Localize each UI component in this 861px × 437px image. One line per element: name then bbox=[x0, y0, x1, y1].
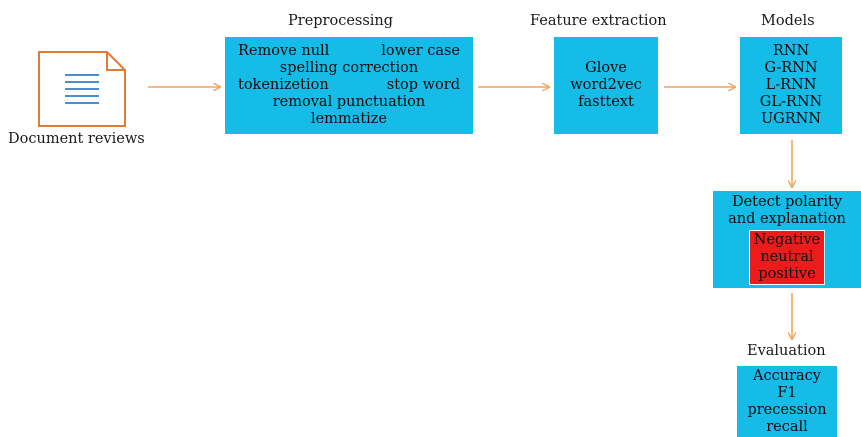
polarity-title: Detect polarity bbox=[731, 194, 843, 210]
feature-item: Glove bbox=[585, 60, 627, 76]
lemmatize-step: lemmatize bbox=[310, 111, 388, 127]
preprocessing-box: Remove null lower case spelling correcti… bbox=[225, 37, 473, 134]
feature-extraction-box: Glove word2vec fasttext bbox=[554, 37, 658, 134]
polarity-subtitle: and explanation bbox=[728, 211, 846, 227]
remove-null-step: Remove null bbox=[238, 43, 330, 59]
feature-item: word2vec bbox=[570, 77, 642, 93]
metric-item: F1 bbox=[777, 384, 797, 401]
metric-item: precession bbox=[747, 401, 827, 418]
stop-word-step: stop word bbox=[386, 77, 460, 93]
models-box: RNN G-RNN L-RNN GL-RNN UGRNN bbox=[740, 37, 842, 134]
preprocessing-header: Preprocessing bbox=[288, 13, 394, 29]
metric-item: recall bbox=[766, 418, 808, 435]
polarity-classes-box: Negative neutral positive bbox=[748, 230, 826, 285]
polarity-class: neutral bbox=[760, 249, 814, 265]
model-item: L-RNN bbox=[765, 77, 817, 93]
spelling-correction-step: spelling correction bbox=[279, 60, 419, 76]
metric-item: Accuracy bbox=[753, 367, 821, 384]
model-item: G-RNN bbox=[764, 60, 818, 76]
evaluation-header: Evaluation bbox=[747, 343, 826, 359]
document-reviews-label: Document reviews bbox=[8, 131, 145, 147]
model-item: GL-RNN bbox=[759, 94, 823, 110]
removal-punctuation-step: removal punctuation bbox=[272, 94, 426, 110]
document-icon bbox=[38, 51, 126, 127]
polarity-class: Negative bbox=[753, 232, 821, 248]
model-item: UGRNN bbox=[760, 111, 822, 127]
polarity-class: positive bbox=[758, 266, 816, 282]
model-item: RNN bbox=[772, 43, 810, 59]
lower-case-step: lower case bbox=[381, 43, 460, 59]
polarity-box: Detect polarity and explanation Negative… bbox=[713, 191, 861, 288]
evaluation-box: Accuracy F1 precession recall bbox=[737, 366, 837, 437]
tokenization-step: tokenizetion bbox=[238, 77, 329, 93]
models-header: Models bbox=[761, 13, 815, 29]
feature-extraction-header: Feature extraction bbox=[530, 13, 667, 29]
feature-item: fasttext bbox=[578, 94, 634, 110]
